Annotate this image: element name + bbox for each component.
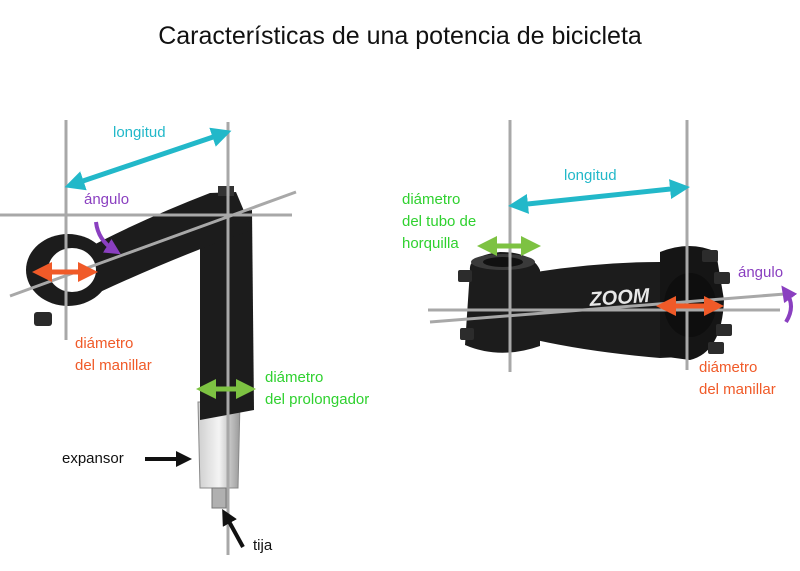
expansor-label: expansor: [62, 450, 124, 467]
right-horquilla-line-3: horquilla: [402, 235, 459, 252]
tija-pointer-arrow: [222, 508, 245, 548]
left-manillar-line-2: del manillar: [75, 357, 152, 374]
left-angulo-arrow: [94, 221, 121, 255]
right-horquilla-line-2: del tubo de: [402, 213, 477, 230]
right-manillar-label: diámetro del manillar: [699, 357, 776, 401]
left-prolongador-line-1: diámetro: [265, 369, 324, 386]
right-longitud-label: longitud: [564, 167, 617, 184]
right-longitud-arrow: [508, 179, 690, 214]
left-angulo-label: ángulo: [84, 191, 130, 208]
right-horquilla-line-1: diámetro: [402, 191, 461, 208]
right-angulo-label: ángulo: [738, 264, 784, 281]
right-manillar-line-1: diámetro: [699, 359, 758, 376]
left-manillar-label: diámetro del manillar: [75, 333, 152, 377]
left-manillar-line-1: diámetro: [75, 335, 134, 352]
left-longitud-label: longitud: [113, 124, 166, 141]
left-longitud-arrow: [64, 127, 232, 191]
diagram-title: Características de una potencia de bicic…: [158, 22, 642, 50]
right-angulo-arrow: [781, 285, 798, 324]
left-prolongador-label: diámetro del prolongador: [265, 367, 369, 411]
right-manillar-line-2: del manillar: [699, 381, 776, 398]
left-prolongador-line-2: del prolongador: [265, 391, 370, 408]
right-horquilla-label: diámetro del tubo de horquilla: [402, 189, 476, 255]
tija-label: tija: [253, 537, 273, 554]
